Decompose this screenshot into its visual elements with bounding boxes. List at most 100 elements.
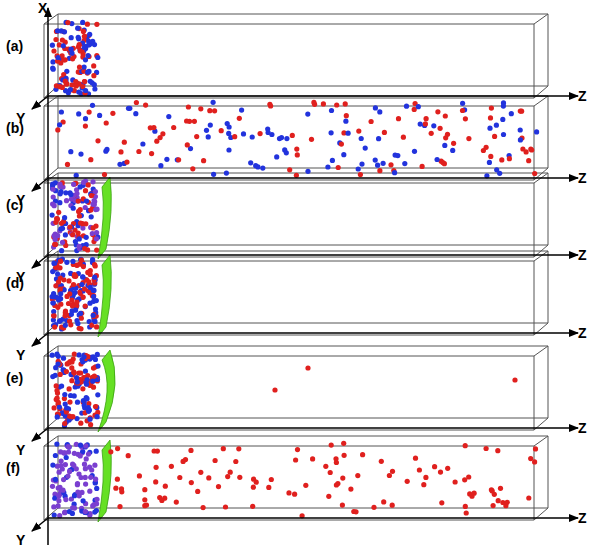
particle xyxy=(63,497,68,502)
particle xyxy=(494,123,499,128)
particle xyxy=(292,492,297,497)
particle xyxy=(295,447,300,452)
particle xyxy=(534,129,539,134)
particle xyxy=(85,71,90,76)
particle xyxy=(140,141,145,146)
particle xyxy=(498,486,503,491)
particle xyxy=(50,269,55,274)
particle xyxy=(344,113,349,118)
axis-label: Z xyxy=(578,247,587,263)
box-edge xyxy=(58,346,548,418)
z-axis xyxy=(48,517,578,519)
particle xyxy=(76,230,81,235)
particle xyxy=(133,111,138,116)
particle xyxy=(272,387,277,392)
particle xyxy=(329,443,334,448)
particle xyxy=(248,160,253,165)
particle xyxy=(78,207,83,212)
interface-surface xyxy=(98,177,111,259)
particle xyxy=(194,134,199,139)
particle xyxy=(56,498,61,503)
particle xyxy=(171,125,176,130)
particle xyxy=(277,136,282,141)
particle xyxy=(184,118,189,123)
particle xyxy=(435,109,440,114)
particle xyxy=(52,242,57,247)
particle xyxy=(62,510,67,515)
particle xyxy=(78,311,83,316)
particle xyxy=(266,485,271,490)
particle xyxy=(86,279,91,284)
particle xyxy=(265,126,270,131)
particle xyxy=(334,102,339,107)
particle xyxy=(359,136,364,141)
particle xyxy=(225,121,230,126)
particle xyxy=(533,446,538,451)
particle xyxy=(341,441,346,446)
particle xyxy=(92,319,97,324)
particle xyxy=(84,456,89,461)
particle xyxy=(93,357,98,362)
particle xyxy=(97,113,102,118)
particle xyxy=(329,108,334,113)
particle xyxy=(432,464,437,469)
particle xyxy=(62,215,67,220)
particle xyxy=(343,119,348,124)
particle xyxy=(73,79,78,84)
interface-surface xyxy=(98,255,111,337)
particle xyxy=(442,143,447,148)
box-edge xyxy=(44,446,534,520)
particle xyxy=(83,443,88,448)
particle xyxy=(83,124,88,129)
particle xyxy=(88,79,93,84)
particle xyxy=(56,210,61,215)
particle xyxy=(58,463,63,468)
axis-label: Z xyxy=(578,325,587,341)
particle xyxy=(94,497,99,502)
particle xyxy=(63,232,68,237)
particle xyxy=(69,378,74,383)
particle xyxy=(91,312,96,317)
particle xyxy=(64,369,69,374)
particle xyxy=(63,57,68,62)
particle xyxy=(84,382,89,387)
particle xyxy=(423,475,428,480)
particle xyxy=(70,232,75,237)
particle xyxy=(505,500,510,505)
particle xyxy=(416,104,421,109)
particle xyxy=(224,171,229,176)
particle xyxy=(381,499,386,504)
particle xyxy=(76,370,81,375)
particle xyxy=(50,484,55,489)
particle xyxy=(501,132,506,137)
particle xyxy=(58,259,63,264)
particle xyxy=(94,230,99,235)
particle xyxy=(418,122,423,127)
particle xyxy=(142,487,147,492)
particle xyxy=(80,20,85,25)
particle xyxy=(66,444,71,449)
particle xyxy=(53,242,58,247)
particle xyxy=(431,123,436,128)
particle xyxy=(423,121,428,126)
particle xyxy=(55,216,60,221)
particle xyxy=(78,326,83,331)
particle xyxy=(83,188,88,193)
panel-label: (b) xyxy=(6,120,24,136)
particle xyxy=(390,503,395,508)
particle xyxy=(64,312,69,317)
particle xyxy=(512,377,517,382)
particle xyxy=(80,274,85,279)
particle xyxy=(60,37,65,42)
particle xyxy=(71,282,76,287)
particle xyxy=(282,147,287,152)
particle xyxy=(51,313,56,318)
particle xyxy=(62,392,67,397)
particle xyxy=(95,55,100,60)
particle xyxy=(311,100,316,105)
box-edge xyxy=(44,436,548,520)
particle xyxy=(500,117,505,122)
particle xyxy=(88,157,93,162)
particle xyxy=(50,353,55,358)
particle xyxy=(153,479,158,484)
